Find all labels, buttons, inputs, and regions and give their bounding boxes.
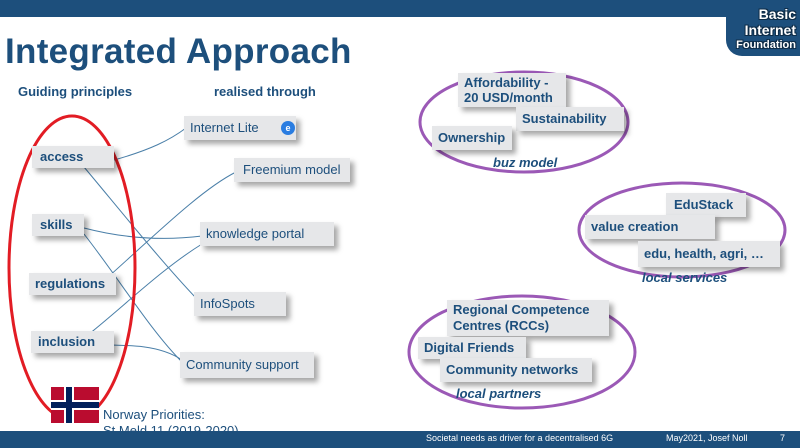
link-regulations-freemium [97, 171, 237, 287]
internet-lite-label: Internet Lite [190, 120, 259, 135]
realisation-community-support: Community support [180, 352, 314, 378]
item-ownership: Ownership [432, 126, 512, 150]
item-edustack: EduStack [666, 193, 746, 217]
realisation-freemium-model: Freemium model [234, 158, 350, 182]
item-digital-friends: Digital Friends [418, 337, 526, 359]
item-sustainability: Sustainability [516, 107, 624, 131]
logo-line-3: Foundation [736, 39, 796, 51]
norway-flag-icon [51, 387, 99, 423]
item-regional-competence-centres: Regional Competence Centres (RCCs) [447, 300, 609, 336]
footer-author: May2021, Josef Noll [666, 433, 748, 443]
heading-guiding-principles: Guiding principles [18, 84, 133, 99]
principle-skills: skills [32, 214, 84, 236]
realisation-internet-lite: Internet Lite [184, 116, 296, 140]
footer-topic: Societal needs as driver for a decentral… [426, 433, 614, 443]
link-inclusion-knowledge [83, 243, 203, 339]
logo-line-2: Internet [744, 22, 796, 38]
caption-local-partners: local partners [456, 386, 542, 401]
realisation-infospots: InfoSpots [194, 292, 286, 316]
caption-local-services: local services [642, 270, 728, 285]
caption-buz-model: buz model [493, 155, 558, 170]
purple-ellipse-local-services [577, 181, 787, 279]
logo-line-1: Basic [758, 6, 796, 22]
top-bar [0, 0, 800, 17]
link-access-infospots [83, 166, 197, 299]
footer-page-number: 7 [780, 433, 786, 443]
norway-priorities-line-1: Norway Priorities: [103, 407, 205, 422]
item-affordability: Affordability - 20 USD/month [458, 73, 566, 107]
basic-internet-foundation-logo: Basic Internet Foundation [726, 2, 800, 56]
item-value-creation: value creation [585, 215, 715, 239]
realisation-knowledge-portal: knowledge portal [200, 222, 334, 246]
browser-icon: e [281, 121, 295, 135]
principle-inclusion: inclusion [31, 331, 114, 353]
principle-access: access [32, 146, 114, 168]
item-edu-health-agri: edu, health, agri, … [638, 241, 780, 267]
purple-ellipse-local-partners [407, 294, 637, 410]
heading-realised-through: realised through [214, 84, 316, 99]
principle-regulations: regulations [29, 273, 116, 295]
link-access-internet-lite [113, 127, 187, 161]
link-skills-knowledge [83, 227, 203, 239]
slide-title: Integrated Approach [5, 32, 352, 71]
footer-bar: Societal needs as driver for a decentral… [0, 431, 800, 448]
purple-ellipse-buz-model [418, 70, 630, 174]
item-community-networks: Community networks [440, 358, 592, 382]
